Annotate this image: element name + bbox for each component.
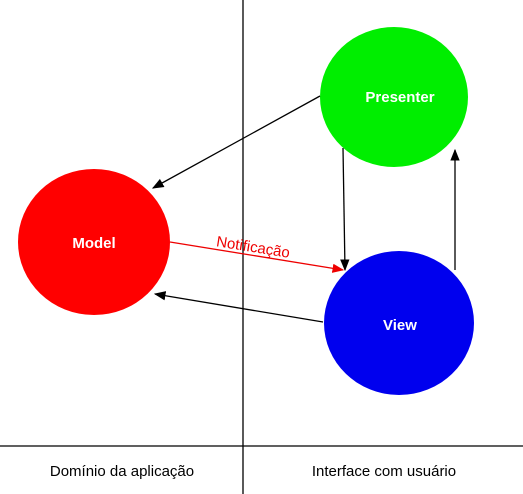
view-node [324, 251, 474, 395]
user-interface-caption: Interface com usuário [312, 463, 456, 480]
model-label: Model [72, 235, 115, 252]
application-domain-caption: Domínio da aplicação [50, 463, 194, 480]
notification-label: Notificação [215, 233, 291, 261]
view-label: View [383, 317, 417, 334]
presenter-to-view-arrow [340, 147, 350, 272]
presenter-label: Presenter [365, 89, 434, 106]
model-to-view-notification-arrow [169, 241, 345, 273]
presenter-node [320, 27, 468, 167]
model-node [18, 169, 170, 315]
presenter-to-model-arrow [151, 95, 321, 189]
view-to-model-arrow [153, 291, 324, 323]
